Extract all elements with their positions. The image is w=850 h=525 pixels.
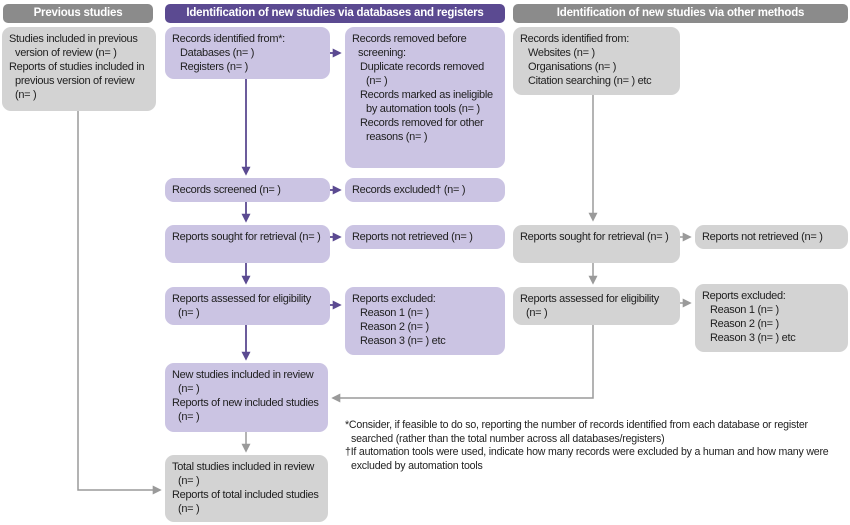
box-text-line: Reports of studies included in previous … [9, 61, 145, 101]
box-text-line: Reason 1 (n= ) [360, 307, 429, 319]
box-text-line: Reports sought for retrieval (n= ) [172, 231, 321, 243]
box-reports-excluded-other: Reports excluded: Reason 1 (n= ) Reason … [695, 284, 848, 352]
box-text-line: Reports not retrieved (n= ) [702, 231, 823, 243]
footnote-dagger: †If automation tools were used, indicate… [345, 446, 829, 472]
box-text-line: Records marked as ineligible by automati… [360, 89, 493, 115]
box-text-line: Reason 2 (n= ) [710, 318, 779, 330]
box-text-line: Reports assessed for eligibility (n= ) [172, 293, 311, 319]
box-records-removed: Records removed before screening: Duplic… [345, 27, 505, 168]
box-text-line: Reports not retrieved (n= ) [352, 231, 473, 243]
box-text-line: Records removed before screening: [352, 33, 467, 59]
box-text-line: Websites (n= ) [528, 47, 595, 59]
box-text-line: Reports excluded: [352, 293, 436, 305]
box-records-identified-databases: Records identified from*: Databases (n= … [165, 27, 330, 79]
box-reports-sought-databases: Reports sought for retrieval (n= ) [165, 225, 330, 263]
box-text-line: Reports sought for retrieval (n= ) [520, 231, 669, 243]
box-text-line: Records identified from*: [172, 33, 285, 45]
box-text-line: Records excluded† (n= ) [352, 184, 466, 196]
box-reports-sought-other: Reports sought for retrieval (n= ) [513, 225, 680, 263]
box-reports-excluded-databases: Reports excluded: Reason 1 (n= ) Reason … [345, 287, 505, 355]
box-text-line: Reason 2 (n= ) [360, 321, 429, 333]
box-text-line: Reason 3 (n= ) etc [710, 332, 796, 344]
box-text-line: Records screened (n= ) [172, 184, 281, 196]
arrow-previous-to-total [77, 110, 162, 495]
header-other-methods: Identification of new studies via other … [513, 4, 848, 23]
box-text-line: Organisations (n= ) [528, 61, 617, 73]
header-previous-studies: Previous studies [3, 4, 153, 23]
footnotes: *Consider, if feasible to do so, reporti… [345, 419, 848, 473]
box-previous-studies: Studies included in previous version of … [2, 27, 156, 111]
box-text-line: Reason 1 (n= ) [710, 304, 779, 316]
box-text-line: Records removed for other reasons (n= ) [360, 117, 484, 143]
footnote-asterisk: *Consider, if feasible to do so, reporti… [345, 419, 808, 445]
box-text-line: Records identified from: [520, 33, 629, 45]
box-text-line: Databases (n= ) [180, 47, 255, 59]
box-records-excluded: Records excluded† (n= ) [345, 178, 505, 202]
arrow-other-assessed-to-newstudies [331, 325, 594, 403]
box-text-line: Reports assessed for eligibility (n= ) [520, 293, 659, 319]
box-text-line: Duplicate records removed (n= ) [360, 61, 484, 87]
box-records-screened: Records screened (n= ) [165, 178, 330, 202]
box-total-studies-included: Total studies included in review (n= ) R… [165, 455, 328, 522]
box-text-line: Reports excluded: [702, 290, 786, 302]
header-databases-registers: Identification of new studies via databa… [165, 4, 505, 23]
box-reports-not-retrieved-other: Reports not retrieved (n= ) [695, 225, 848, 249]
box-text-line: Reports of total included studies (n= ) [172, 489, 319, 515]
box-new-studies-included: New studies included in review (n= ) Rep… [165, 363, 328, 432]
box-reports-not-retrieved-databases: Reports not retrieved (n= ) [345, 225, 505, 249]
box-text-line: Total studies included in review (n= ) [172, 461, 315, 487]
box-reports-assessed-other: Reports assessed for eligibility (n= ) [513, 287, 680, 325]
box-records-identified-other: Records identified from: Websites (n= ) … [513, 27, 680, 95]
box-text-line: Studies included in previous version of … [9, 33, 138, 59]
box-text-line: Reports of new included studies (n= ) [172, 397, 319, 423]
box-text-line: Reason 3 (n= ) etc [360, 335, 446, 347]
box-text-line: New studies included in review (n= ) [172, 369, 314, 395]
box-reports-assessed-databases: Reports assessed for eligibility (n= ) [165, 287, 330, 325]
box-text-line: Citation searching (n= ) etc [528, 75, 652, 87]
box-text-line: Registers (n= ) [180, 61, 248, 73]
